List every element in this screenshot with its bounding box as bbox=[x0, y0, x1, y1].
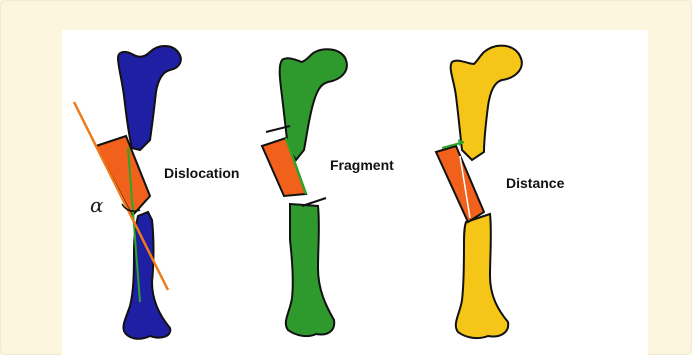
label-dislocation: Dislocation bbox=[164, 165, 239, 181]
yellow-femur-distal bbox=[456, 214, 508, 338]
green-femur-distal bbox=[286, 204, 334, 336]
figure-fragment: Fragment bbox=[262, 49, 394, 336]
figure-distance: Distance bbox=[436, 46, 565, 338]
blue-femur-distal bbox=[123, 212, 170, 339]
blue-femur-proximal bbox=[118, 46, 181, 150]
green-femur-proximal bbox=[280, 49, 347, 160]
alpha-symbol: α bbox=[90, 193, 104, 217]
orange-axis-line bbox=[74, 102, 168, 290]
label-fragment: Fragment bbox=[330, 157, 394, 173]
figure-dislocation: α Dislocation bbox=[74, 46, 239, 339]
label-distance: Distance bbox=[506, 175, 565, 191]
